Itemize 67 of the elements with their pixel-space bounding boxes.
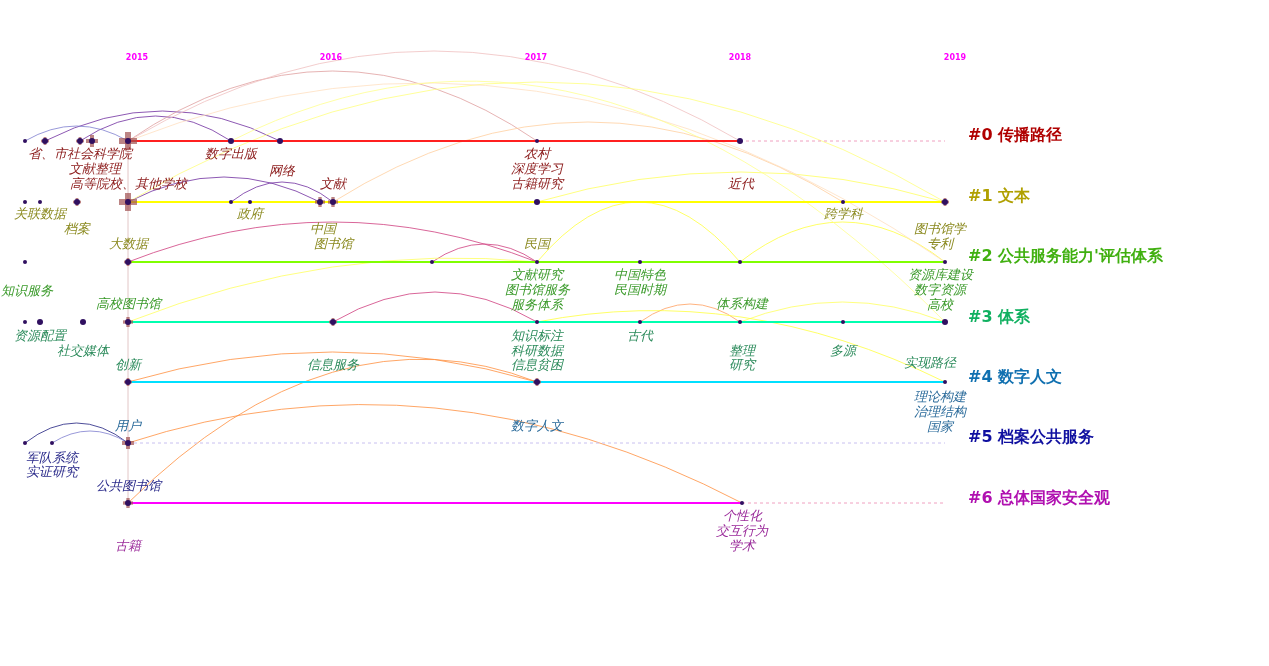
keyword-label: 资源配置: [14, 327, 66, 343]
keyword-label: 数字资源: [914, 281, 966, 297]
keyword-label: 用户: [115, 417, 141, 433]
keyword-label: 信息服务: [307, 356, 359, 372]
keyword-label: 省、市社会科学院: [28, 145, 132, 161]
keyword-label: 图书馆学: [914, 220, 966, 236]
keyword-label: 军队系统: [26, 449, 78, 465]
cluster-label: #1 文本: [968, 185, 1031, 207]
keyword-label: 图书馆: [313, 235, 353, 251]
keyword-label: 国家: [927, 418, 953, 434]
keyword-label: 学术: [729, 537, 755, 553]
keyword-label: 创新: [115, 356, 141, 372]
cluster-label: #6 总体国家安全观: [968, 487, 1111, 509]
keyword-label: 图书馆服务: [504, 281, 570, 297]
keyword-label: 政府: [237, 205, 263, 221]
year-label: 2016: [319, 52, 343, 64]
keyword-label: 跨学科: [823, 205, 863, 221]
keyword-label: 民国: [524, 235, 550, 251]
keyword-label: 深度学习: [511, 160, 563, 176]
cluster-label: #4 数字人文: [968, 366, 1063, 388]
keyword-label: 理论构建: [914, 388, 966, 404]
keyword-label: 多源: [830, 342, 856, 358]
keyword-label: 档案: [64, 220, 90, 236]
keyword-label: 中国特色: [614, 266, 666, 282]
keyword-label: 大数据: [108, 235, 148, 251]
keyword-label: 实证研究: [26, 463, 78, 479]
keyword-label: 农村: [524, 145, 550, 161]
keyword-label: 高等院校、其他学校: [69, 175, 187, 191]
cluster-label: #3 体系: [968, 306, 1031, 328]
cluster-label: #0 传播路径: [968, 124, 1063, 146]
keyword-label: 中国: [310, 220, 336, 236]
keyword-label: 科研数据: [511, 342, 563, 358]
keyword-label: 高校: [927, 296, 953, 312]
keyword-label: 文献整理: [69, 160, 121, 176]
keyword-label: 服务体系: [511, 296, 563, 312]
keyword-label: 专利: [927, 235, 953, 251]
keyword-label: 资源库建设: [907, 266, 973, 282]
year-label: 2018: [728, 52, 752, 64]
cluster-label: #5 档案公共服务: [968, 426, 1095, 448]
keyword-label: 古代: [627, 327, 653, 343]
keyword-label: 整理: [729, 342, 755, 358]
keyword-label: 古籍研究: [511, 175, 563, 191]
keyword-label: 个性化: [722, 507, 762, 523]
year-label: 2015: [125, 52, 149, 64]
keyword-label: 实现路径: [904, 354, 956, 370]
keyword-label: 数字出版: [205, 145, 257, 161]
keyword-label: 知识标注: [511, 327, 563, 343]
keyword-label: 治理结构: [914, 403, 966, 419]
keyword-label: 文献研究: [511, 266, 563, 282]
keyword-label: 高校图书馆: [95, 295, 161, 311]
keyword-label: 信息贫困: [511, 356, 563, 372]
keyword-label: 社交媒体: [57, 342, 109, 358]
keyword-label: 数字人文: [511, 417, 563, 433]
year-label: 2017: [524, 52, 548, 64]
year-label: 2019: [943, 52, 967, 64]
keyword-label: 关联数据: [14, 205, 66, 221]
keyword-label: 民国时期: [614, 281, 666, 297]
keyword-label: 近代: [728, 175, 754, 191]
keyword-label: 公共图书馆: [95, 477, 161, 493]
keyword-label: 知识服务: [1, 282, 53, 298]
keyword-label: 研究: [729, 356, 755, 372]
keyword-label: 体系构建: [716, 295, 768, 311]
keyword-label: 网络: [269, 162, 295, 178]
keyword-label: 古籍: [115, 537, 141, 553]
cluster-label: #2 公共服务能力'评估体系: [968, 245, 1163, 267]
keyword-label: 交互行为: [716, 522, 768, 538]
keyword-label: 文献: [320, 175, 346, 191]
